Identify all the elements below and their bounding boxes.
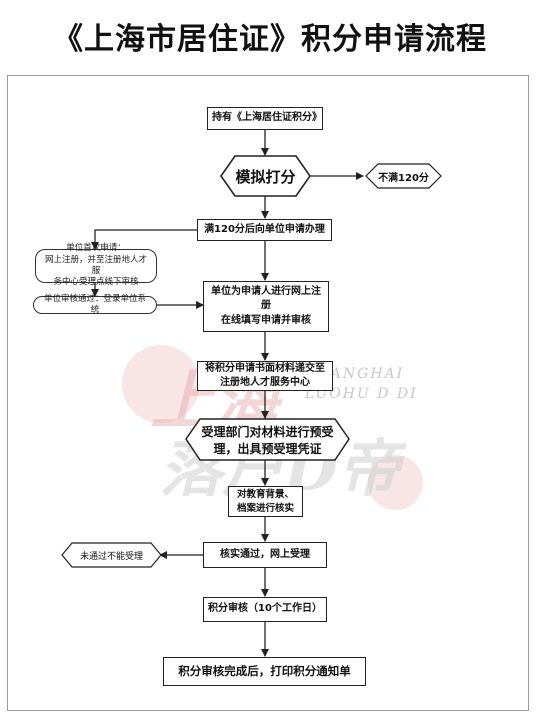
step-online-register: 单位为申请人进行网上注册 在线填写申请并审核 <box>203 281 329 332</box>
step-first-application: 单位首次申请： 网上注册，并至注册地人才服 务中心受理点线下审核 <box>35 243 157 287</box>
fail-hexagon <box>61 542 162 568</box>
step-simulate-score: 模拟打分 <box>235 167 296 186</box>
pre-accept-hexagon <box>185 418 350 461</box>
step-hold-points: 持有《上海居住证积分》 <box>207 107 323 130</box>
step-verify-education: 对教育背景、 档案进行核实 <box>228 486 303 517</box>
step-not-accepted: 未通过不能受理 <box>79 551 143 562</box>
step-verify-pass: 核实通过，网上受理 <box>203 542 327 568</box>
step-submit-materials: 将积分申请书面材料递交至 注册地人才服务中心 <box>197 361 333 391</box>
flowchart-frame <box>7 75 529 711</box>
simulate-hexagon <box>220 155 311 197</box>
under-120-hexagon <box>365 163 442 189</box>
step-unit-approved: 单位审核通过：登录单位系统 <box>33 294 157 315</box>
step-print-notice: 积分审核完成后，打印积分通知单 <box>163 657 366 686</box>
page-title: 《上海市居住证》积分申请流程 <box>53 22 487 57</box>
step-points-review: 积分审核（10个工作日） <box>203 597 327 622</box>
step-pre-acceptance: 受理部门对材料进行预受 理，出具预受理凭证 <box>201 424 334 456</box>
connector-apply-first <box>91 229 197 250</box>
step-apply-after-120: 满120分后向单位申请办理 <box>197 219 332 241</box>
step-under-120: 不满120分 <box>378 172 429 184</box>
